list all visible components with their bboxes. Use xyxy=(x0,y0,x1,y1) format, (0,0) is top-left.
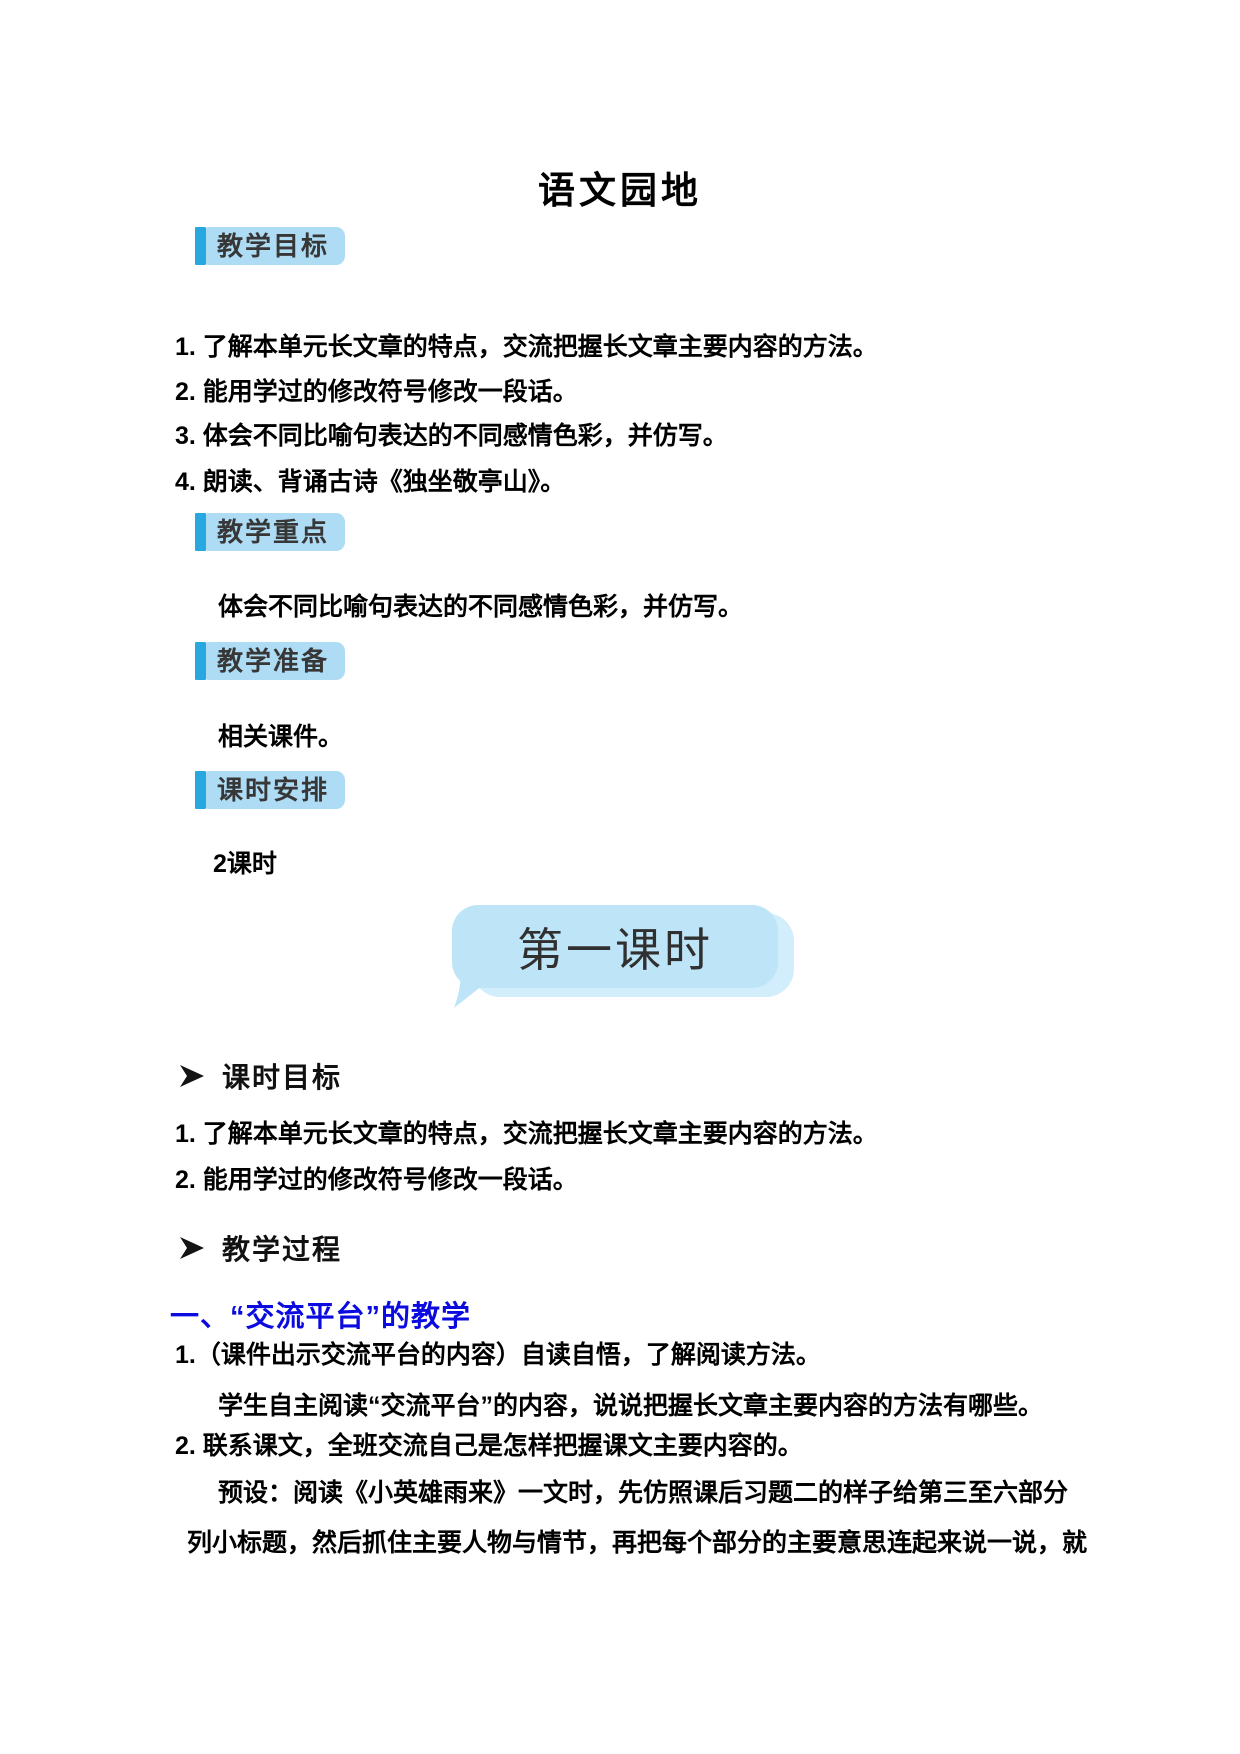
badge-accent-bar xyxy=(195,642,206,680)
arrowhead-icon xyxy=(180,1065,204,1087)
section-badge-preparation: 教学准备 xyxy=(195,642,346,680)
goal-item: 2. 能用学过的修改符号修改一段话。 xyxy=(175,378,578,406)
page-title: 语文园地 xyxy=(538,170,702,211)
badge-accent-bar xyxy=(195,513,206,551)
heading-lesson-goals: 课时目标 xyxy=(180,1056,342,1096)
badge-accent-bar xyxy=(195,771,206,809)
section-badge-key-point: 教学重点 xyxy=(195,513,346,551)
badge-label: 课时安排 xyxy=(206,771,346,809)
goal-item: 3. 体会不同比喻句表达的不同感情色彩，并仿写。 xyxy=(175,422,728,450)
heading-label: 课时目标 xyxy=(222,1062,343,1093)
badge-accent-bar xyxy=(195,227,206,265)
process-section-title: 一、“交流平台”的教学 xyxy=(170,1301,472,1333)
process-line: 列小标题，然后抓住主要人物与情节，再把每个部分的主要意思连起来说一说，就 xyxy=(187,1529,1088,1557)
goal-item: 4. 朗读、背诵古诗《独坐敬亭山》。 xyxy=(175,468,566,496)
section-badge-schedule: 课时安排 xyxy=(195,771,346,809)
lesson-goal-item: 1. 了解本单元长文章的特点，交流把握长文章主要内容的方法。 xyxy=(175,1120,878,1148)
badge-label: 教学准备 xyxy=(206,642,346,680)
heading-label: 教学过程 xyxy=(222,1234,343,1265)
badge-label: 教学目标 xyxy=(206,227,346,265)
process-line: 预设：阅读《小英雄雨来》一文时，先仿照课后习题二的样子给第三至六部分 xyxy=(218,1479,1069,1507)
heading-teaching-process: 教学过程 xyxy=(180,1228,342,1268)
section-badge-teaching-goals: 教学目标 xyxy=(195,227,346,265)
process-line: 1.（课件出示交流平台的内容）自读自悟，了解阅读方法。 xyxy=(175,1341,821,1369)
badge-label: 教学重点 xyxy=(206,513,346,551)
key-point-text: 体会不同比喻句表达的不同感情色彩，并仿写。 xyxy=(218,593,744,621)
preparation-text: 相关课件。 xyxy=(218,723,344,751)
arrowhead-icon xyxy=(180,1237,204,1259)
process-line: 2. 联系课文，全班交流自己是怎样把握课文主要内容的。 xyxy=(175,1432,803,1460)
schedule-text: 2课时 xyxy=(213,850,277,878)
lesson-one-banner: 第一课时 xyxy=(452,905,778,988)
process-line: 学生自主阅读“交流平台”的内容，说说把握长文章主要内容的方法有哪些。 xyxy=(218,1392,1044,1420)
lesson-goal-item: 2. 能用学过的修改符号修改一段话。 xyxy=(175,1166,578,1194)
goal-item: 1. 了解本单元长文章的特点，交流把握长文章主要内容的方法。 xyxy=(175,333,878,361)
